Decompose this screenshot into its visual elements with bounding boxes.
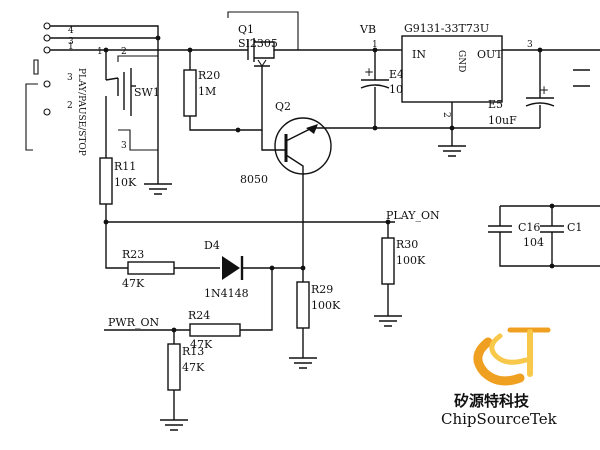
- label-pin3-left: 3: [67, 73, 73, 83]
- brand-name-en: ChipSourceTek: [441, 410, 558, 428]
- label-reg-in: IN: [412, 48, 426, 61]
- capacitor-c16: C16 104 C1: [488, 203, 600, 269]
- label-q1: Q1: [238, 23, 254, 36]
- wire: [118, 129, 158, 151]
- resistor-r30: R30 100K: [374, 219, 426, 327]
- label-c1-partial: C1: [567, 221, 582, 234]
- connector-body: [33, 59, 39, 75]
- junction-dot: [155, 35, 161, 41]
- label-sw-pin1: 1: [97, 47, 103, 57]
- switch-sw1: SW1 1 2 3 PLAY/PAUSE/STOP: [76, 47, 160, 156]
- label-pin3: 3: [68, 37, 74, 47]
- label-reg-part: G9131-33T73U: [404, 22, 489, 35]
- resistor-r20: R20 1M: [183, 50, 238, 131]
- label-play-pause-stop: PLAY/PAUSE/STOP: [76, 68, 86, 156]
- label-r23-value: 47K: [122, 277, 145, 290]
- connector-pin-4: [43, 22, 51, 30]
- connector-lead: [25, 83, 38, 151]
- label-reg-gnd: GND: [456, 50, 466, 72]
- label-r11-value: 10K: [114, 176, 137, 189]
- brand-logo: 矽源特科技 ChipSourceTek: [441, 327, 558, 428]
- wire: [117, 55, 158, 62]
- connector-pin-3: [43, 34, 51, 42]
- transistor-q2: Q2 8050: [240, 100, 335, 222]
- label-d4-part: 1N4148: [204, 287, 249, 300]
- label-play-on: PLAY_ON: [386, 209, 440, 222]
- label-r13-value: 47K: [182, 361, 205, 374]
- label-r24-value: 47K: [190, 338, 213, 351]
- resistor-r11: R11 10K: [99, 96, 137, 222]
- label-r11: R11: [114, 160, 136, 173]
- label-r30: R30: [396, 238, 418, 251]
- label-c16: C16: [518, 221, 540, 234]
- label-e4: E4: [389, 68, 404, 81]
- label-reg-pin2: 2: [441, 112, 451, 118]
- wire-pin4: [50, 25, 159, 150]
- label-r20: R20: [198, 69, 220, 82]
- label-sw-pin3: 3: [121, 141, 127, 151]
- ground-symbol: [144, 150, 172, 195]
- resistor-r29: R29 100K: [289, 222, 341, 369]
- label-sw-pin2: 2: [121, 47, 127, 57]
- label-vb-pin: 1: [372, 40, 378, 50]
- capacitor-e5: + E5 10uF: [488, 47, 555, 128]
- label-sw1: SW1: [134, 86, 160, 99]
- label-c16-value: 104: [523, 236, 544, 249]
- label-r30-value: 100K: [396, 254, 426, 267]
- label-reg-pin3: 3: [527, 40, 533, 50]
- label-pin2-left: 2: [67, 101, 73, 111]
- label-e5-plus: +: [539, 83, 549, 97]
- label-q2-part: 8050: [240, 173, 268, 186]
- label-r20-value: 1M: [198, 85, 216, 98]
- label-r29-value: 100K: [311, 299, 341, 312]
- connector-j: 4 3 1 3 2: [25, 22, 74, 151]
- resistor-r24: PWR_ON R24 47K: [104, 268, 273, 351]
- label-e4-plus: +: [364, 65, 374, 79]
- label-e5-value: 10uF: [488, 114, 517, 127]
- label-e5: E5: [488, 98, 503, 111]
- label-reg-out: OUT: [477, 48, 503, 61]
- connector-pin-1: [43, 46, 51, 54]
- label-r23: R23: [122, 248, 144, 261]
- label-r24: R24: [188, 309, 210, 322]
- label-vb: VB: [359, 23, 376, 36]
- connector-pin-3b: [43, 80, 51, 88]
- label-d4: D4: [204, 239, 220, 252]
- diode-d4: D4 1N4148: [204, 239, 303, 300]
- resistor-r13: R13 47K: [160, 330, 205, 431]
- resistor-r23: R23 47K: [105, 222, 220, 290]
- transistor-q1: Q1 SI2305: [227, 11, 400, 80]
- wire: [238, 80, 263, 131]
- label-q1-part: SI2305: [238, 37, 278, 50]
- ground-symbol: [438, 145, 466, 157]
- label-pin4: 4: [68, 26, 74, 36]
- partial-component: [573, 69, 590, 87]
- logo-swoosh-icon: [473, 337, 525, 386]
- brand-name-cn: 矽源特科技: [454, 392, 530, 410]
- regulator-g9131: G9131-33T73U IN OUT GND 2 3: [400, 22, 600, 146]
- label-q2: Q2: [275, 100, 291, 113]
- label-pin1: 1: [68, 42, 74, 52]
- label-pwr-on: PWR_ON: [108, 316, 160, 329]
- wire: [105, 77, 119, 96]
- logo-swoosh-inner-icon: [489, 333, 529, 365]
- label-r29: R29: [311, 283, 333, 296]
- label-r13: R13: [182, 345, 204, 358]
- connector-pin-2: [43, 108, 51, 116]
